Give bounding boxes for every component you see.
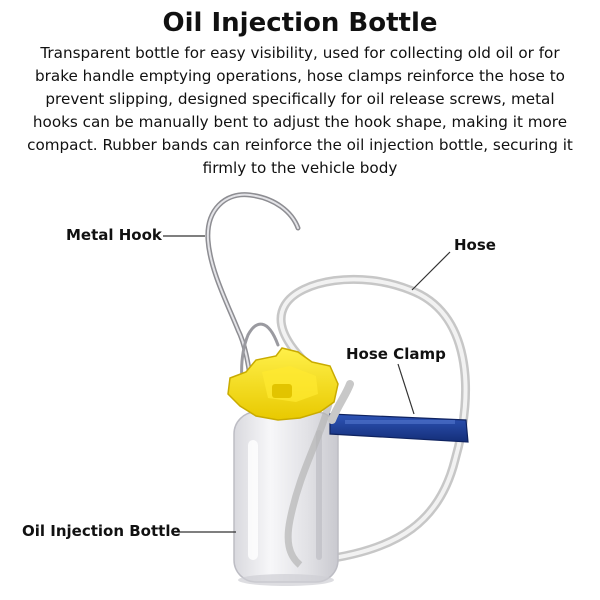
label-metal-hook: Metal Hook [66, 226, 162, 244]
product-description: Transparent bottle for easy visibility, … [27, 44, 573, 177]
label-hose-clamp: Hose Clamp [346, 345, 446, 363]
inner-hose [284, 399, 334, 568]
label-oil-injection-bottle: Oil Injection Bottle [22, 522, 181, 540]
page-title: Oil Injection Bottle [162, 8, 438, 38]
label-hose: Hose [454, 236, 496, 254]
bottle-cap [227, 347, 339, 421]
leader-lines [163, 235, 451, 533]
hose-clamp [329, 413, 469, 443]
hose-tip [328, 380, 354, 424]
bottle [233, 411, 339, 586]
